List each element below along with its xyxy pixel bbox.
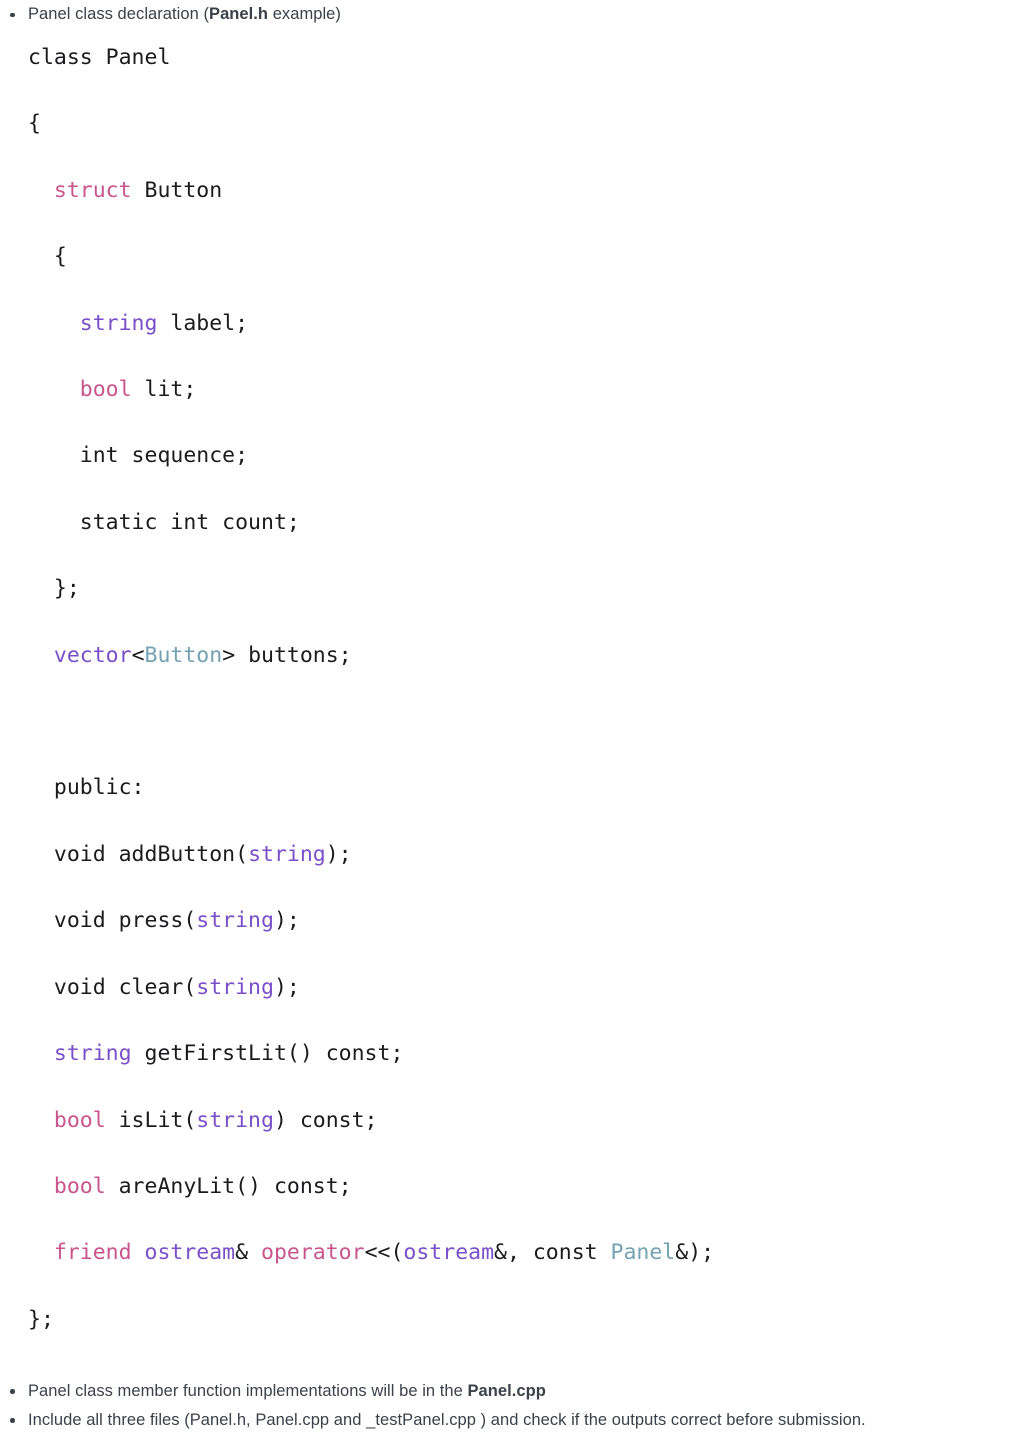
code-token-plain: isLit( — [105, 1107, 197, 1133]
code-token-plain: { — [28, 111, 41, 137]
code-token-plain: < — [131, 642, 145, 668]
code-token-plain: areAnyLit() const; — [105, 1173, 352, 1199]
code-token-keyword: bool — [53, 1107, 106, 1133]
code-line: vector<Button> buttons; — [28, 639, 1024, 672]
code-line: bool areAnyLit() const; — [28, 1170, 1024, 1203]
code-token-plain: ); — [273, 974, 300, 1000]
code-line: }; — [28, 1303, 1024, 1336]
code-token-plain — [28, 1041, 54, 1066]
code-token-plain: void press( — [28, 908, 197, 934]
code-token-plain: ) const; — [273, 1107, 378, 1133]
code-line: bool lit; — [28, 373, 1024, 406]
code-token-keyword: bool — [53, 1173, 106, 1199]
code-token-plain: Button — [131, 177, 223, 203]
code-line: bool isLit(string) const; — [28, 1104, 1024, 1137]
code-token-plain: }; — [28, 576, 80, 602]
intro-text-prefix: Panel class declaration ( — [28, 5, 210, 23]
code-bottom-spacer — [0, 1336, 1024, 1377]
code-token-class: Panel — [610, 1240, 676, 1266]
code-token-type: string — [196, 908, 274, 934]
code-line: }; — [28, 572, 1024, 605]
code-token-keyword: struct — [53, 177, 132, 203]
code-token-plain — [28, 1174, 54, 1199]
code-token-plain: &); — [675, 1240, 715, 1266]
code-line: static int count; — [28, 506, 1024, 539]
code-token-plain — [28, 377, 80, 402]
code-token-plain: int sequence; — [28, 443, 249, 469]
code-token-plain: getFirstLit() const; — [131, 1041, 404, 1067]
code-token-plain — [28, 1240, 54, 1265]
code-token-type: string — [196, 974, 274, 1000]
code-token-plain — [28, 311, 80, 336]
code-token-plain: label; — [157, 310, 249, 336]
code-token-plain: ); — [325, 841, 352, 867]
code-token-plain — [132, 1240, 145, 1265]
code-token-plain: }; — [28, 1306, 54, 1332]
code-token-plain: <<( — [364, 1240, 404, 1266]
code-token-plain: > buttons; — [222, 642, 352, 668]
code-token-type: string — [196, 1107, 274, 1133]
code-token-plain: void clear( — [28, 974, 197, 1000]
code-line: string label; — [28, 307, 1024, 340]
code-line: void press(string); — [28, 904, 1024, 937]
code-token-plain — [28, 1108, 54, 1133]
list-item: Panel class member function implementati… — [0, 1377, 1024, 1406]
code-block-panel-h: class Panel { struct Button { string lab… — [0, 41, 1024, 1336]
code-token-plain: class Panel — [28, 45, 171, 70]
code-token-plain: lit; — [131, 377, 197, 403]
notes-bullet-list: Panel class member function implementati… — [0, 1377, 1024, 1435]
code-token-plain — [28, 178, 54, 203]
code-token-plain: &, const — [494, 1240, 611, 1266]
code-line: struct Button — [28, 174, 1024, 207]
note-text-prefix: Include all three files (Panel.h, Panel.… — [28, 1410, 866, 1429]
code-token-type: ostream — [144, 1240, 236, 1266]
code-token-type: vector — [53, 642, 132, 668]
code-token-keyword: friend — [53, 1240, 132, 1266]
code-line: class Panel — [28, 41, 1024, 74]
code-line: string getFirstLit() const; — [28, 1037, 1024, 1070]
code-line: friend ostream& operator<<(ostream&, con… — [28, 1236, 1024, 1269]
code-token-plain: public: — [28, 775, 145, 801]
code-token-type: string — [79, 310, 158, 336]
code-line: { — [28, 107, 1024, 140]
code-line — [28, 705, 1024, 738]
code-token-keyword: operator — [261, 1240, 365, 1266]
code-token-plain: ); — [273, 908, 300, 934]
note-text-prefix: Panel class member function implementati… — [28, 1381, 468, 1400]
code-line: void clear(string); — [28, 971, 1024, 1004]
intro-bullet-list: Panel class declaration (Panel.h example… — [0, 0, 1024, 29]
code-line: { — [28, 240, 1024, 273]
code-token-class: Button — [144, 642, 223, 668]
code-token-plain: { — [28, 244, 67, 270]
code-line: public: — [28, 771, 1024, 804]
code-line: void addButton(string); — [28, 838, 1024, 871]
code-token-keyword: bool — [79, 377, 132, 403]
list-item: Panel class declaration (Panel.h example… — [0, 0, 1024, 29]
intro-file-name: Panel.h — [209, 5, 269, 23]
code-token-type: ostream — [403, 1240, 495, 1266]
note-bold-file: Panel.cpp — [467, 1381, 546, 1400]
intro-text-suffix: example) — [268, 5, 341, 23]
code-token-plain: void addButton( — [28, 841, 249, 867]
code-token-plain — [28, 643, 54, 668]
code-token-type: string — [53, 1041, 132, 1067]
code-token-plain: & — [235, 1240, 262, 1266]
code-line: int sequence; — [28, 439, 1024, 472]
code-token-type: string — [248, 841, 326, 867]
code-token-plain: static int count; — [28, 509, 300, 535]
list-item: Include all three files (Panel.h, Panel.… — [0, 1406, 1024, 1435]
